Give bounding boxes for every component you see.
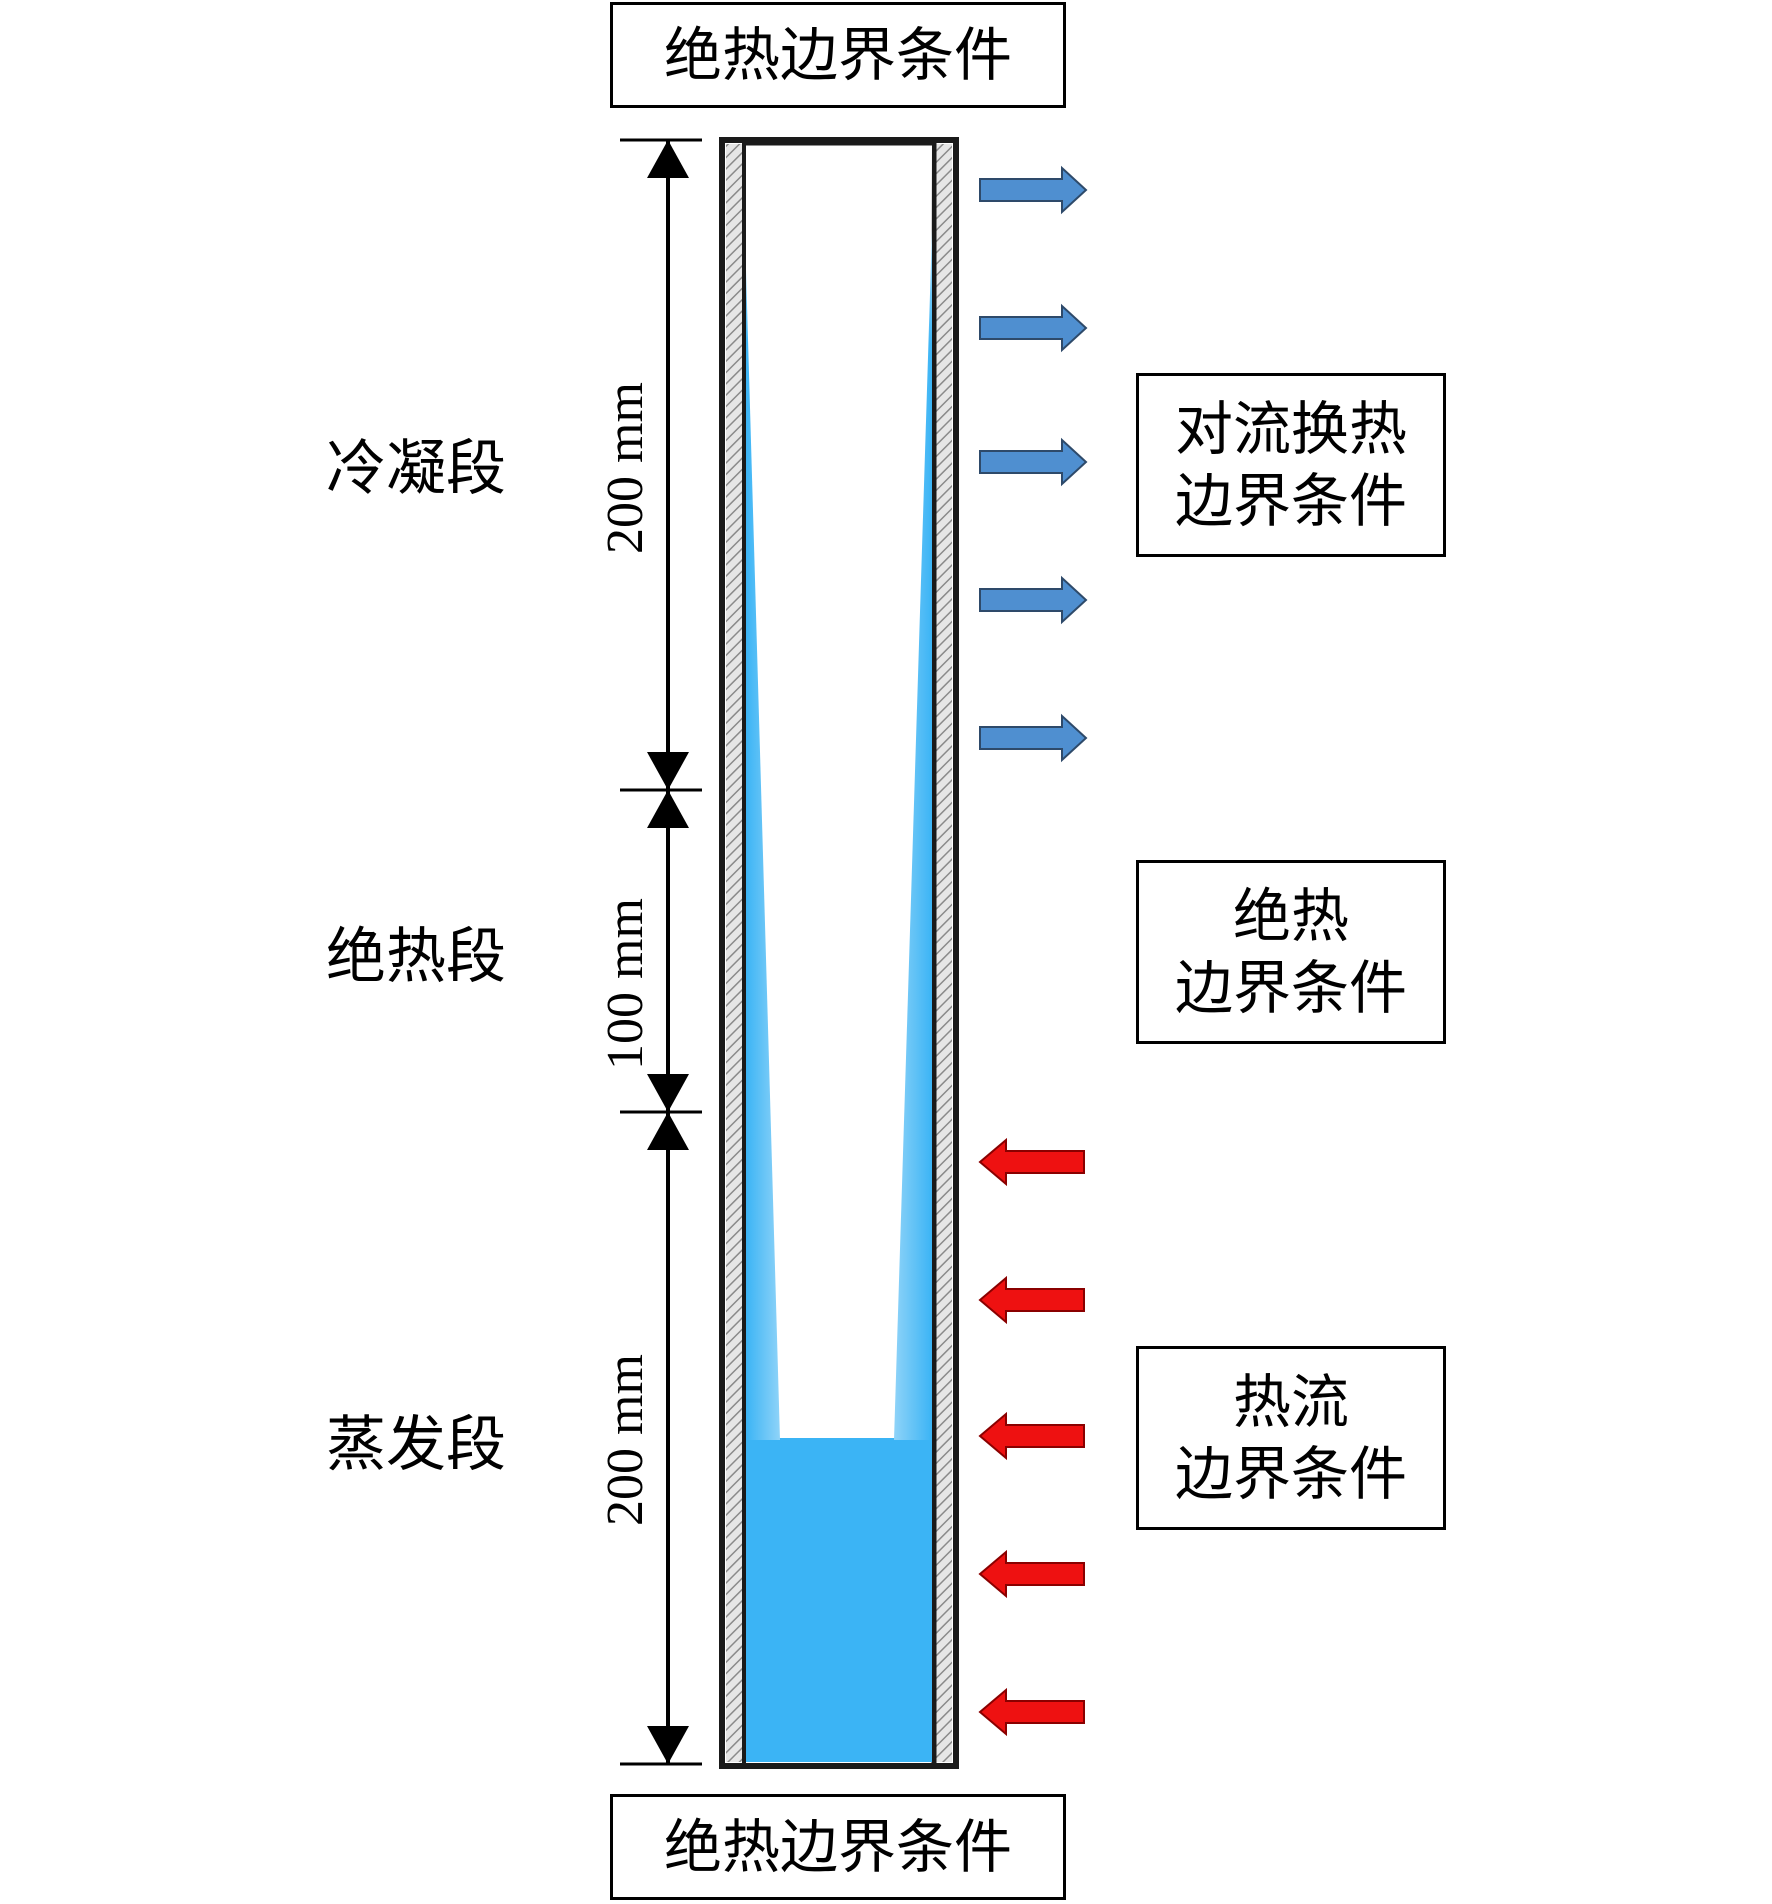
inflow-arrow-icon — [978, 1549, 1085, 1599]
adiabatic-boundary-line1: 绝热 — [1232, 881, 1349, 950]
outflow-arrow-icon — [979, 165, 1088, 215]
top-boundary-box: 绝热边界条件 — [610, 2, 1066, 108]
condenser-length-label: 200 mm — [597, 382, 654, 554]
outflow-arrow-icon — [979, 713, 1088, 763]
condenser-section-label: 冷凝段 — [326, 434, 506, 504]
right-wick — [936, 144, 952, 1762]
convection-boundary-box: 对流换热 边界条件 — [1136, 373, 1446, 557]
adiabatic-section-label: 绝热段 — [326, 922, 506, 992]
dim-arrowhead — [647, 1112, 689, 1150]
left-wick — [726, 144, 742, 1762]
evaporator-section-label: 蒸发段 — [326, 1410, 506, 1480]
dim-arrowhead — [647, 752, 689, 790]
dim-arrowhead — [647, 140, 689, 178]
outflow-arrow-icon — [979, 303, 1088, 353]
top-boundary-text: 绝热边界条件 — [663, 20, 1012, 89]
evaporator-length-label: 200 mm — [597, 1354, 654, 1526]
inflow-arrow-icon — [978, 1411, 1085, 1461]
inflow-arrow-group — [978, 1137, 1085, 1737]
convection-boundary-line2: 边界条件 — [1174, 467, 1407, 535]
adiabatic-boundary-line2: 边界条件 — [1174, 954, 1407, 1022]
bottom-boundary-text: 绝热边界条件 — [663, 1812, 1012, 1881]
liquid-pool — [746, 1438, 932, 1762]
right-liquid-film — [894, 230, 932, 1440]
heat-flux-boundary-box: 热流 边界条件 — [1136, 1346, 1446, 1530]
left-liquid-film — [746, 270, 780, 1440]
outflow-arrow-group — [979, 165, 1088, 763]
heat-flux-boundary-line2: 边界条件 — [1174, 1440, 1407, 1508]
dim-arrowhead — [647, 1726, 689, 1764]
heat-flux-boundary-line1: 热流 — [1232, 1367, 1349, 1436]
outflow-arrow-icon — [979, 575, 1088, 625]
bottom-boundary-box: 绝热边界条件 — [610, 1794, 1066, 1900]
adiabatic-length-label: 100 mm — [597, 898, 654, 1070]
outflow-arrow-icon — [979, 437, 1088, 487]
inflow-arrow-icon — [978, 1137, 1085, 1187]
dim-arrowhead — [647, 790, 689, 828]
inflow-arrow-icon — [978, 1275, 1085, 1325]
adiabatic-boundary-box: 绝热 边界条件 — [1136, 860, 1446, 1044]
convection-boundary-line1: 对流换热 — [1174, 394, 1407, 463]
dim-arrowhead — [647, 1074, 689, 1112]
inflow-arrow-icon — [978, 1687, 1085, 1737]
